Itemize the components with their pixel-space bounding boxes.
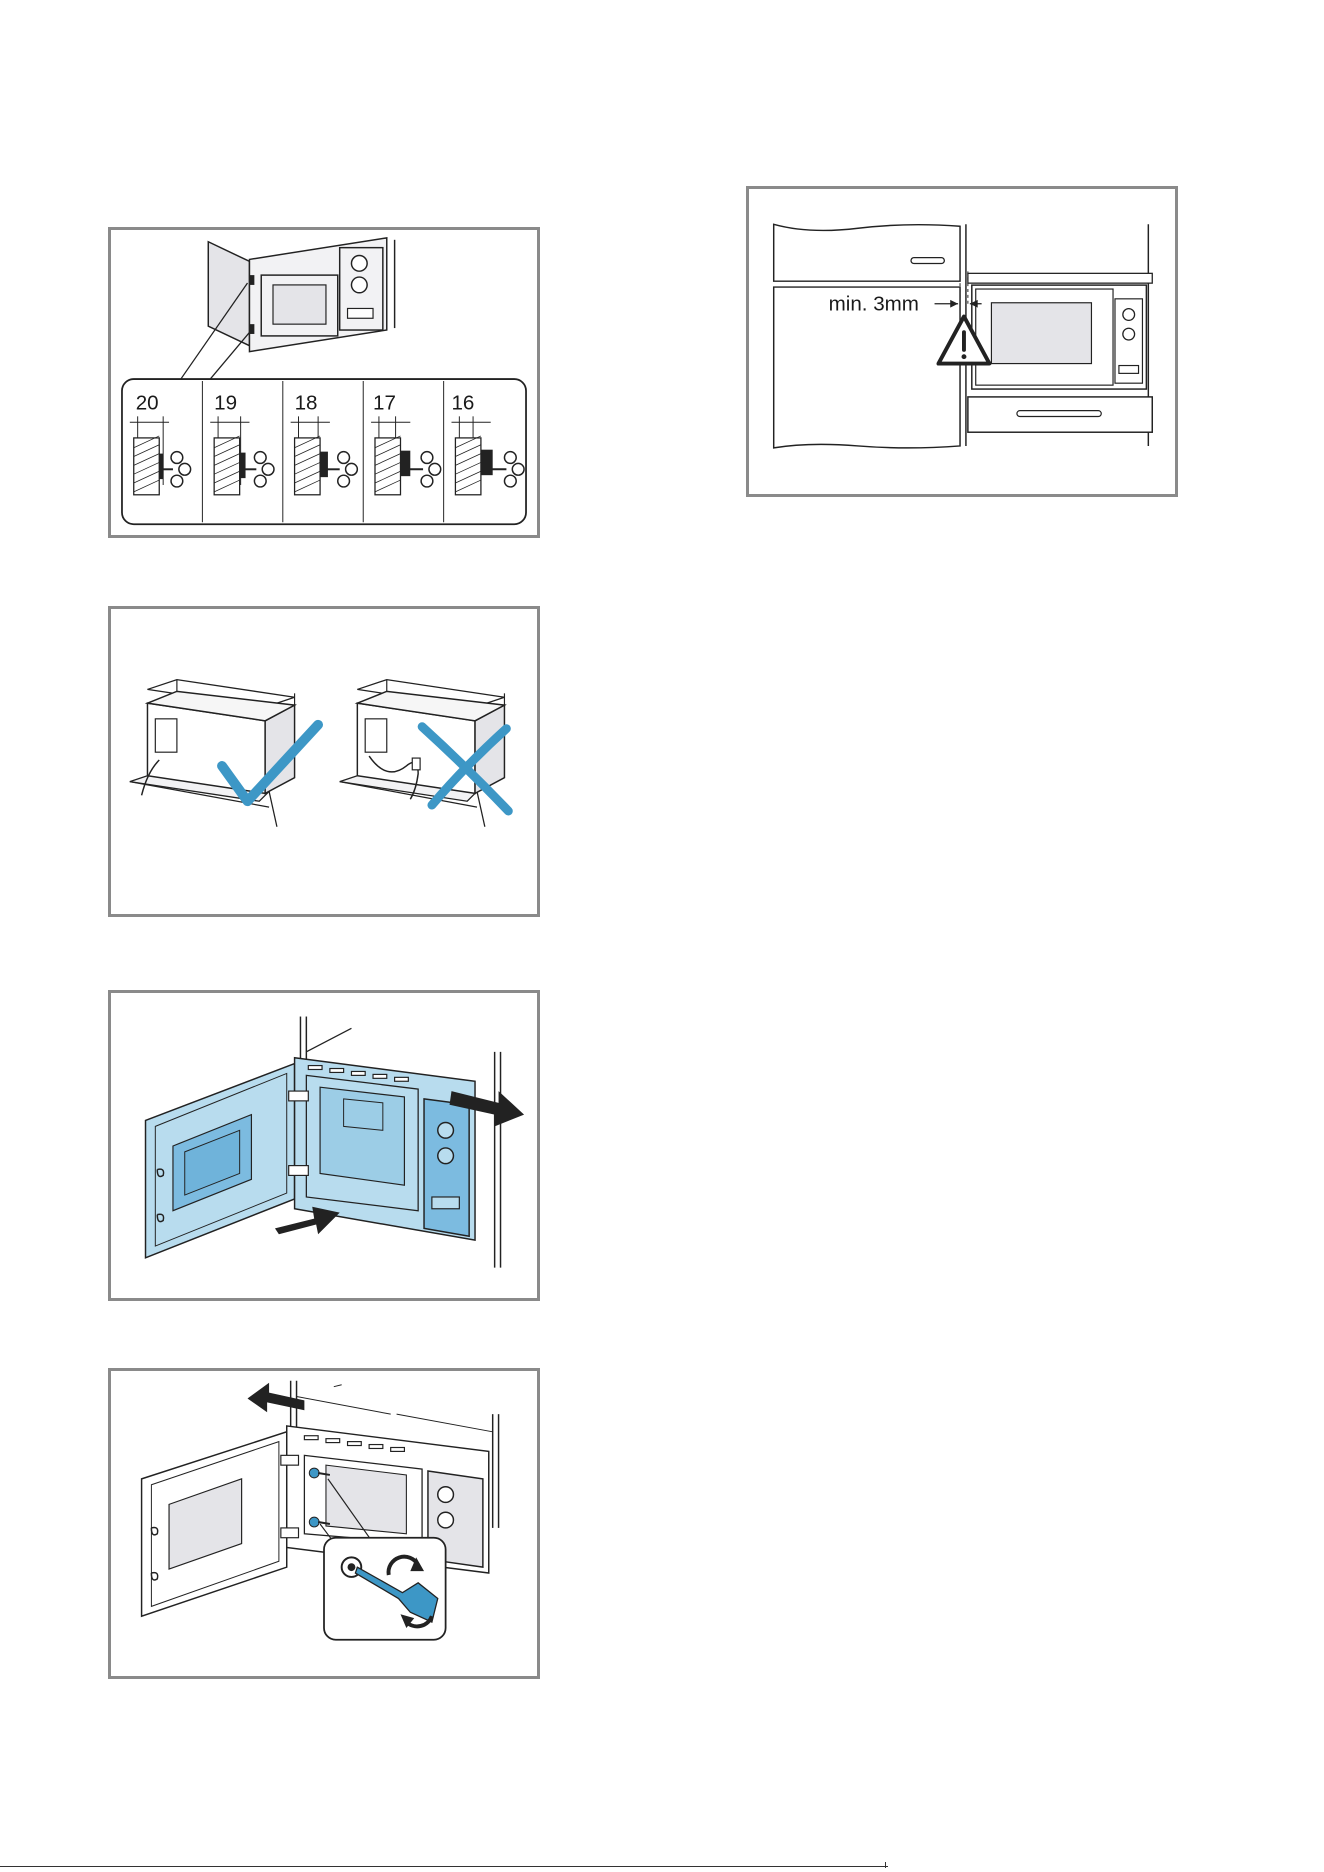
clearance-illustration: min. 3mm [749,189,1175,494]
spacer-selection-illustration: 20 19 18 17 16 [111,230,537,535]
figure-screw-fixing [108,1368,540,1679]
appliance-correct [130,680,295,827]
spacer-label-20: 20 [136,391,159,414]
clearance-label: min. 3mm [829,293,919,316]
screw-fixing-illustration [111,1371,537,1676]
page-footer-rule [0,1866,888,1867]
cable-routing-illustration [111,609,537,914]
figure-insert-appliance [108,990,540,1301]
insert-appliance-illustration [111,993,537,1298]
figure-cable-routing [108,606,540,917]
figure-spacer-selection: 20 19 18 17 16 [108,227,540,538]
spacer-label-16: 16 [451,391,474,414]
spacer-label-19: 19 [214,391,237,414]
figure-clearance: min. 3mm [746,186,1178,497]
spacer-label-18: 18 [295,391,318,414]
spacer-label-17: 17 [373,391,396,414]
page-footer-mark [885,1862,886,1868]
